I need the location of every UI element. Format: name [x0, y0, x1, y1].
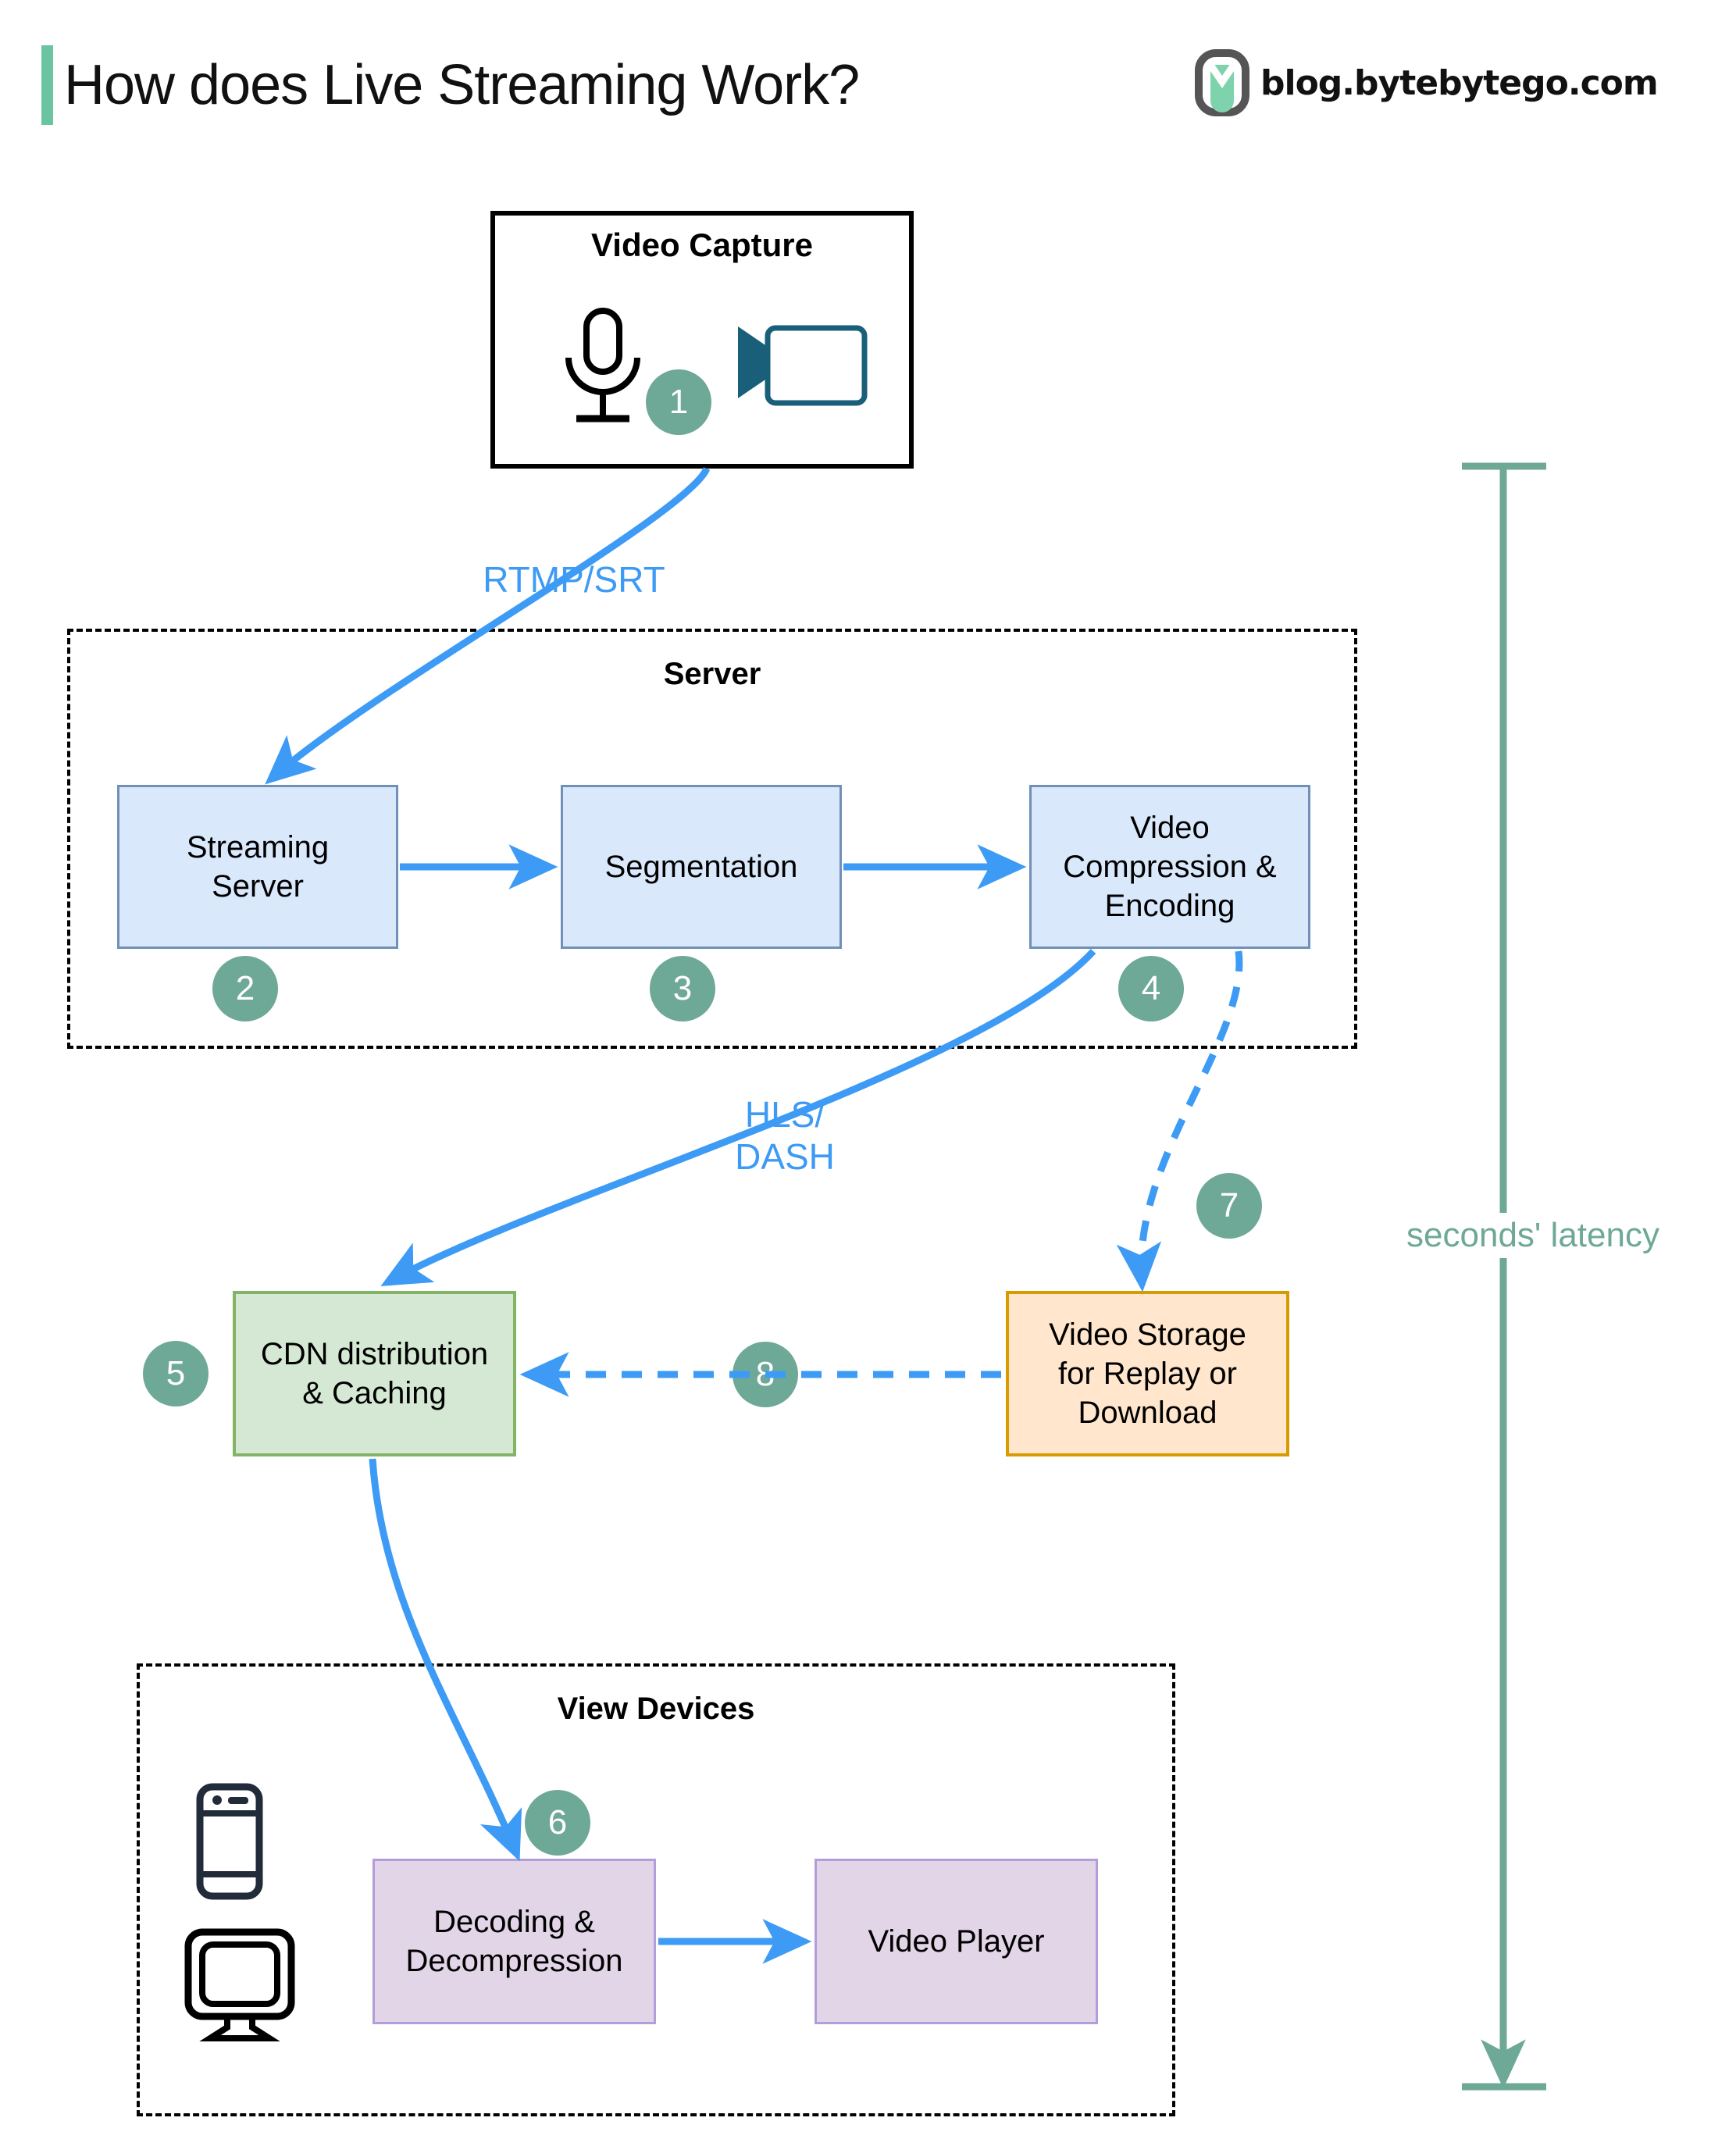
video-capture-group [490, 211, 914, 469]
page-title: How does Live Streaming Work? [64, 54, 860, 116]
brand: blog.bytebytego.com [1195, 49, 1659, 116]
step-badge-1: 1 [646, 369, 711, 435]
view-devices-group-title: View Devices [557, 1692, 755, 1726]
latency-annotation: seconds' latency [1365, 1213, 1701, 1258]
microphone-icon [551, 305, 653, 433]
step-badge-5: 5 [143, 1341, 209, 1406]
node-video-compression-encoding[interactable]: Video Compression & Encoding [1029, 785, 1310, 949]
view-devices-group: View Devices [137, 1663, 1175, 2116]
edge-label-hls-dash: HLS/ DASH [735, 1094, 835, 1177]
node-video-storage[interactable]: Video Storage for Replay or Download [1006, 1291, 1289, 1456]
node-segmentation[interactable]: Segmentation [561, 785, 842, 949]
brand-text: blog.bytebytego.com [1260, 62, 1659, 103]
video-capture-title: Video Capture [591, 226, 813, 263]
title-accent-bar [41, 45, 53, 125]
step-badge-8: 8 [733, 1342, 798, 1407]
step-badge-6: 6 [525, 1790, 590, 1856]
server-group-title: Server [663, 657, 761, 691]
edge-label-rtmp-srt: RTMP/SRT [483, 559, 665, 600]
node-cdn-distribution-caching[interactable]: CDN distribution & Caching [233, 1291, 516, 1456]
header: How does Live Streaming Work? blog.byteb… [0, 0, 1736, 156]
step-badge-2: 2 [212, 956, 278, 1021]
bytebytego-logo-icon [1195, 49, 1249, 116]
video-camera-icon [722, 320, 871, 418]
step-badge-3: 3 [650, 956, 715, 1021]
mobile-phone-icon [194, 1782, 266, 1905]
node-video-player[interactable]: Video Player [815, 1859, 1098, 2024]
desktop-monitor-icon [182, 1927, 298, 2047]
node-streaming-server[interactable]: Streaming Server [117, 785, 398, 949]
node-decoding-decompression[interactable]: Decoding & Decompression [373, 1859, 656, 2024]
step-badge-7: 7 [1196, 1173, 1262, 1239]
step-badge-4: 4 [1118, 956, 1184, 1021]
